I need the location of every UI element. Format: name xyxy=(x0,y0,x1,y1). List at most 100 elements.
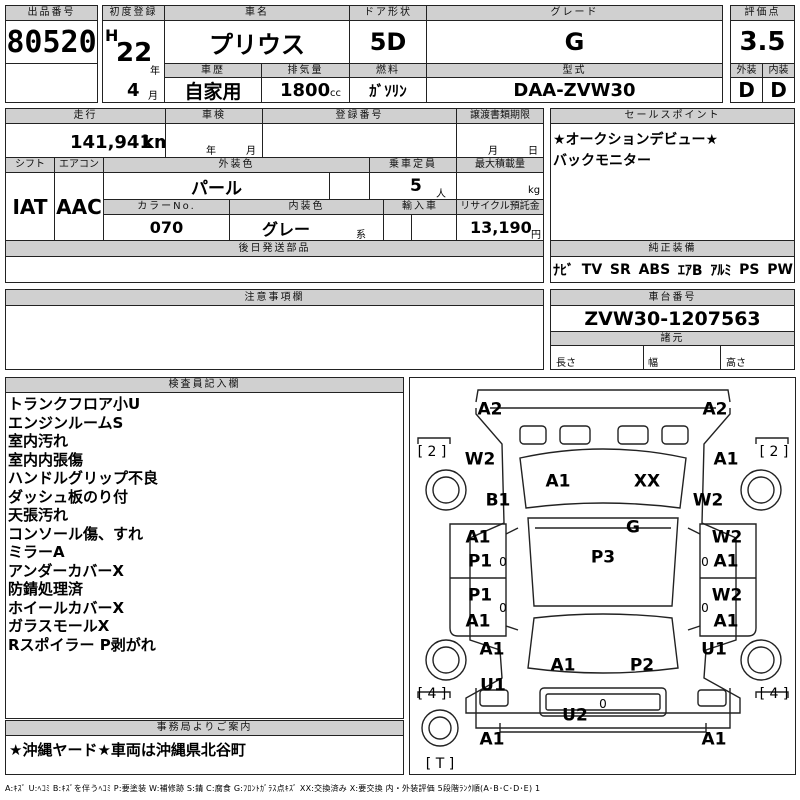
capacity-cell xyxy=(369,172,457,200)
side-right-label: [ 2 ] xyxy=(759,444,789,460)
inspection-cell xyxy=(165,123,263,158)
inspector-note: ダッシュ板のり付 xyxy=(8,487,129,506)
inspector-note: ガラスモールX xyxy=(8,617,110,635)
damage-mark: A1 xyxy=(713,611,739,632)
damage-mark: A2 xyxy=(702,399,728,420)
equipment-item: ABS xyxy=(638,261,671,278)
later-parts-cell xyxy=(5,256,544,283)
recycle-unit: 円 xyxy=(531,230,541,241)
handle-mark: 0 xyxy=(599,697,607,711)
max-load-header: 最大積載量 xyxy=(456,157,544,173)
history: 自家用 xyxy=(184,80,242,103)
interior-cell xyxy=(762,77,795,103)
score: 3.5 xyxy=(739,27,786,57)
first-reg-cell xyxy=(102,20,165,103)
damage-mark: A1 xyxy=(479,639,505,660)
chassis-header: 車台番号 xyxy=(550,289,795,306)
specs-header: 諸元 xyxy=(550,331,795,346)
damage-mark: W2 xyxy=(711,585,743,606)
aircon: AAC xyxy=(56,194,102,219)
equipment-item: PS xyxy=(739,261,760,278)
inspector-note: トランクフロア小U xyxy=(8,395,141,413)
handle-mark: 0 xyxy=(499,555,507,569)
damage-mark: B1 xyxy=(485,490,511,511)
car-outline xyxy=(417,389,789,747)
displacement-header: 排気量 xyxy=(261,63,350,78)
inspection-year-unit: 年 xyxy=(206,146,216,157)
door-header: ドア形状 xyxy=(349,5,427,21)
model-cell xyxy=(426,77,723,103)
displacement-unit: cc xyxy=(330,88,341,99)
damage-mark: W2 xyxy=(692,490,724,511)
damage-mark: A1 xyxy=(701,729,727,750)
damage-mark: P1 xyxy=(467,585,493,606)
first-reg-month: 4 xyxy=(127,80,140,101)
side-left-label: [ 2 ] xyxy=(417,444,447,460)
length-label: 長さ xyxy=(556,358,576,369)
first-reg-year: 22 xyxy=(116,38,153,68)
damage-mark: P3 xyxy=(590,547,616,568)
sales-point-item: ★オークションデビュー★ xyxy=(553,132,719,148)
shift-cell xyxy=(5,172,55,241)
damage-mark: P1 xyxy=(467,551,493,572)
handle-mark: 0 xyxy=(701,601,709,615)
interior-grade: D xyxy=(770,78,787,102)
transfer-month-unit: 月 xyxy=(488,146,498,157)
inspector-header: 検査員記入欄 xyxy=(5,377,404,393)
damage-diagram: [ 2 ] [ 2 ] [ 4 ] [ 4 ] [ T ] A2 A2 W2 A… xyxy=(409,377,796,775)
damage-mark: XX xyxy=(633,471,661,492)
ext-color-cell xyxy=(103,172,330,200)
score-cell xyxy=(730,20,795,64)
width-cell xyxy=(643,345,721,370)
damage-mark: A1 xyxy=(465,611,491,632)
transfer-day-unit: 日 xyxy=(528,146,538,157)
int-color-unit: 系 xyxy=(356,230,366,241)
door-type: 5D xyxy=(369,28,407,56)
inspector-note: 天張汚れ xyxy=(8,506,69,524)
transfer-header: 譲渡書類期限 xyxy=(456,108,544,124)
sales-point-header: セールスポイント xyxy=(550,108,795,124)
inspector-note: ホイールカバーX xyxy=(8,598,125,617)
recycle-cell xyxy=(456,214,544,241)
damage-mark: W2 xyxy=(711,527,743,548)
mileage-header: 走行 xyxy=(5,108,166,124)
year-unit: 年 xyxy=(150,66,160,77)
equipment-item: ｴｱB xyxy=(677,262,703,279)
inspector-note: ミラーA xyxy=(8,543,65,561)
office-header: 事務局よりご案内 xyxy=(5,720,404,736)
fuel-header: 燃料 xyxy=(349,63,427,78)
fuel-cell xyxy=(349,77,427,103)
trunk-label: [ T ] xyxy=(425,756,455,772)
genuine-cell xyxy=(550,256,795,283)
exterior-header: 外装 xyxy=(730,63,763,78)
genuine-header: 純正装備 xyxy=(550,240,795,257)
equipment-item: SR xyxy=(609,261,631,278)
equipment-list: ﾅﾋﾞ TV SR ABS ｴｱB ｱﾙﾐ PS PW xyxy=(553,256,793,283)
legend-key: A:ｷｽﾞ U:ﾍｺﾐ B:ｷｽﾞを伴うﾍｺﾐ P:要塗装 W:補修跡 S:錆 … xyxy=(5,784,541,793)
load-unit: kg xyxy=(528,185,541,196)
lot-number-cell xyxy=(5,20,98,64)
ext-color: パール xyxy=(191,178,242,199)
sales-point-cell xyxy=(550,123,795,241)
first-reg-header: 初度登録 xyxy=(102,5,165,21)
inspection-month-unit: 月 xyxy=(246,146,256,157)
chassis-number: ZVW30-1207563 xyxy=(584,307,761,330)
later-parts-header: 後日発送部品 xyxy=(5,240,544,257)
aircon-header: エアコン xyxy=(54,157,104,173)
office-cell xyxy=(5,735,404,775)
lot-number: 80520 xyxy=(6,24,97,60)
equipment-item: ｱﾙﾐ xyxy=(710,262,732,279)
import-cell-b xyxy=(411,214,457,241)
damage-mark: U1 xyxy=(480,675,506,696)
damage-mark: A1 xyxy=(465,527,491,548)
handle-mark: 0 xyxy=(499,601,507,615)
damage-mark: A1 xyxy=(713,449,739,470)
int-color: グレー xyxy=(262,219,311,239)
inspector-note: コンソール傷、すれ xyxy=(8,524,144,543)
ext-color-extra-cell xyxy=(329,172,370,200)
model-header: 型式 xyxy=(426,63,723,78)
inspector-note: 室内内張傷 xyxy=(8,450,84,469)
inspection-header: 車検 xyxy=(165,108,263,124)
import-cell-a xyxy=(383,214,412,241)
int-color-cell xyxy=(229,214,384,241)
